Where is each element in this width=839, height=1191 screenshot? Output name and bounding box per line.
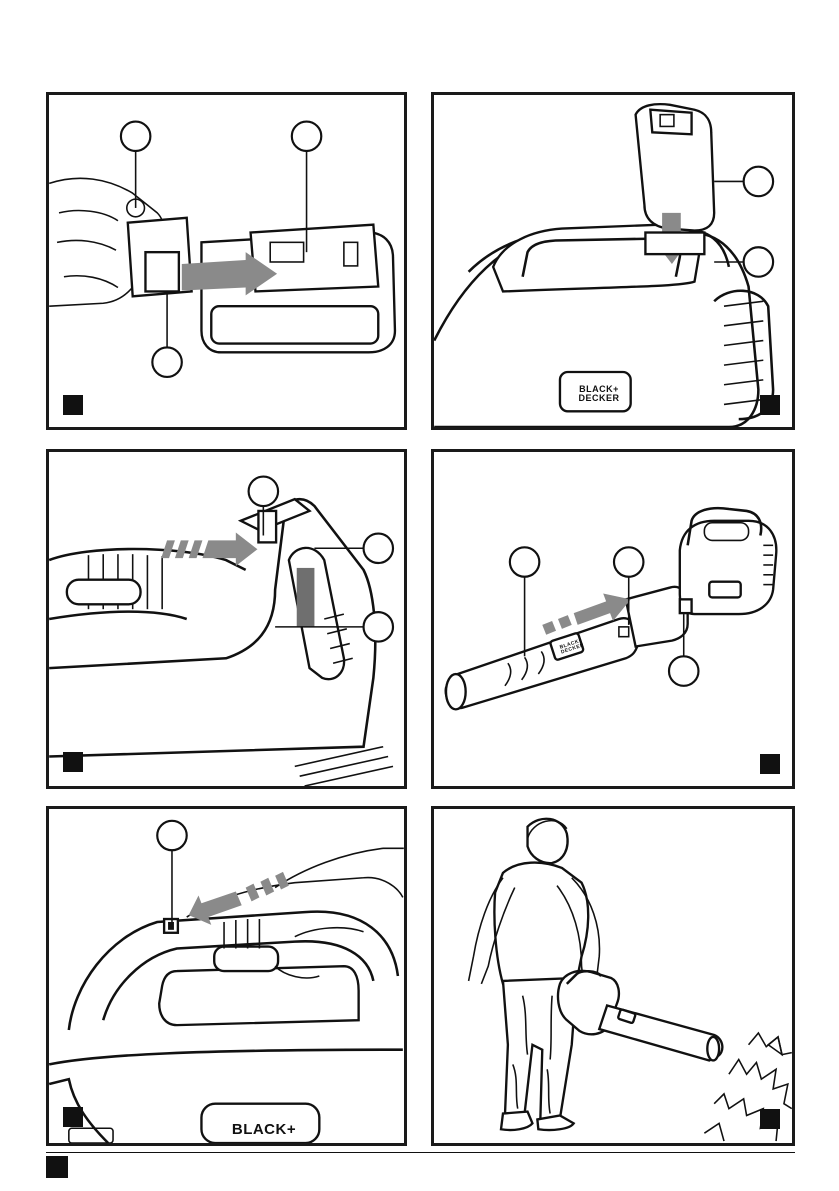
figure-marker-5 [63, 1107, 83, 1127]
trigger-illustration [49, 809, 404, 1143]
figure-panel-6 [431, 806, 795, 1146]
tube-attach-illustration [434, 452, 792, 786]
brand-logo-fig-2: BLACK+ DECKER [570, 385, 628, 403]
footer-rule [46, 1152, 795, 1153]
battery-insert-illustration [434, 95, 792, 427]
figure-panel-3 [46, 449, 407, 789]
figure-panel-2: BLACK+ DECKER [431, 92, 795, 430]
page-number-block [46, 1156, 68, 1178]
figure-marker-3 [63, 752, 83, 772]
figure-marker-2 [760, 395, 780, 415]
figure-marker-4 [760, 754, 780, 774]
battery-release-illustration [49, 95, 404, 427]
figure-marker-6 [760, 1109, 780, 1129]
operator-illustration [434, 809, 792, 1143]
speed-lock-illustration [49, 452, 404, 786]
figure-panel-4: BLACK+ DECKER [431, 449, 795, 789]
figure-panel-5: BLACK+ [46, 806, 407, 1146]
figure-panel-1 [46, 92, 407, 430]
figure-marker-1 [63, 395, 83, 415]
brand-logo-fig-5: BLACK+ [209, 1122, 319, 1137]
